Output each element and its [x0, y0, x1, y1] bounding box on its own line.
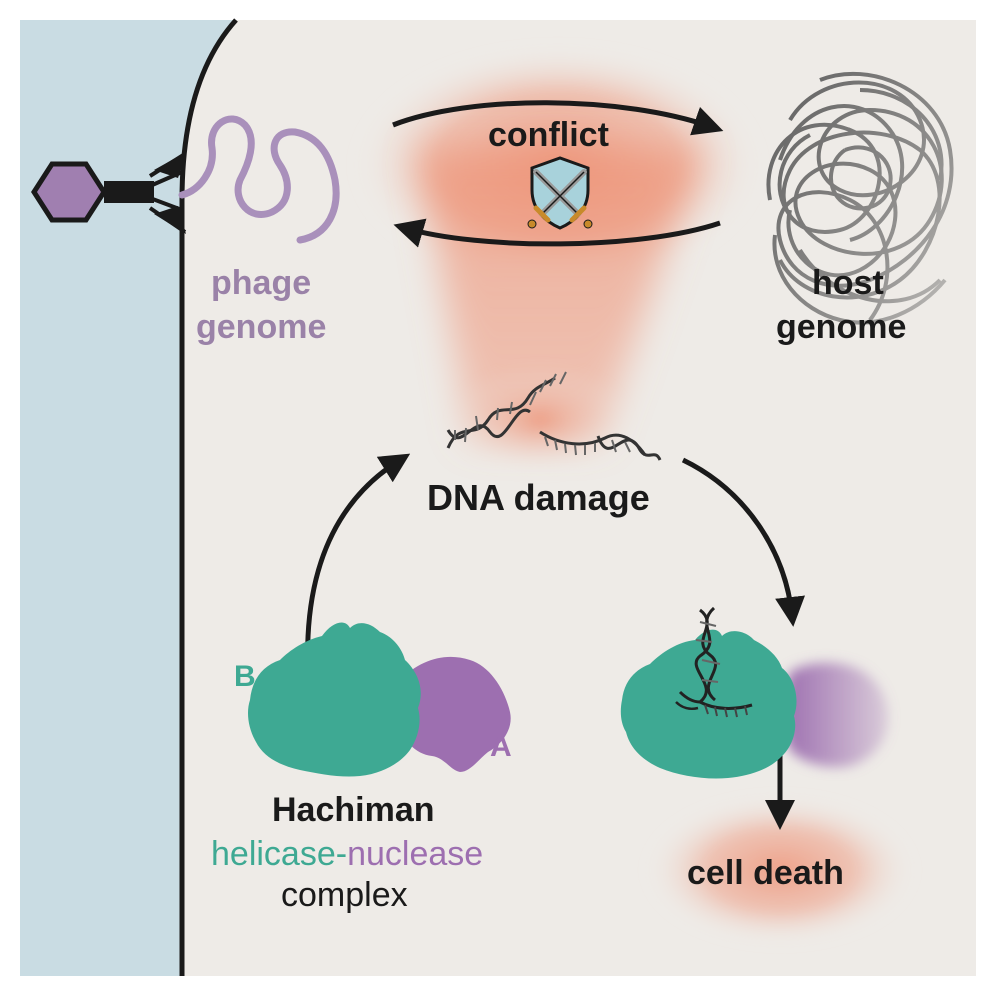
host-genome-label-line2: genome [776, 308, 907, 346]
arrow-to-phage [393, 218, 721, 248]
phage-icon [31, 152, 187, 234]
nuclease-label: nuclease [347, 835, 484, 873]
phage-genome-label-line2: genome [196, 308, 327, 346]
subunit-b-shape [248, 622, 421, 777]
phage-genome-label-line1: phage [211, 264, 312, 302]
phage-genome-strand [178, 115, 340, 244]
subunit-b-label: B [234, 660, 256, 693]
dna-damage-label: DNA damage [427, 477, 650, 518]
cell-membrane [179, 18, 238, 976]
hachiman-complex [248, 622, 511, 777]
activated-hachiman-complex [620, 606, 889, 779]
conflict-label: conflict [488, 116, 609, 154]
helicase-label: helicase- [211, 835, 348, 873]
subunit-a-label: A [490, 730, 512, 763]
subunit-a-shape [395, 656, 511, 772]
hachiman-label: Hachiman [272, 791, 435, 829]
complex-label: complex [281, 876, 408, 914]
dna-helix-icon [446, 371, 662, 461]
helicase-nuclease-label: helicase-nuclease [211, 837, 483, 871]
cell-death-label: cell death [687, 854, 844, 892]
crossed-swords-shield-icon [527, 156, 593, 230]
host-genome-fade [760, 50, 976, 410]
arrow-damage-to-activation [681, 457, 805, 627]
arrow-to-host [392, 100, 724, 136]
subunit-a-faded-shape [783, 662, 889, 768]
cell-death-glow [645, 795, 915, 945]
host-genome-label-line1: host [812, 264, 884, 302]
